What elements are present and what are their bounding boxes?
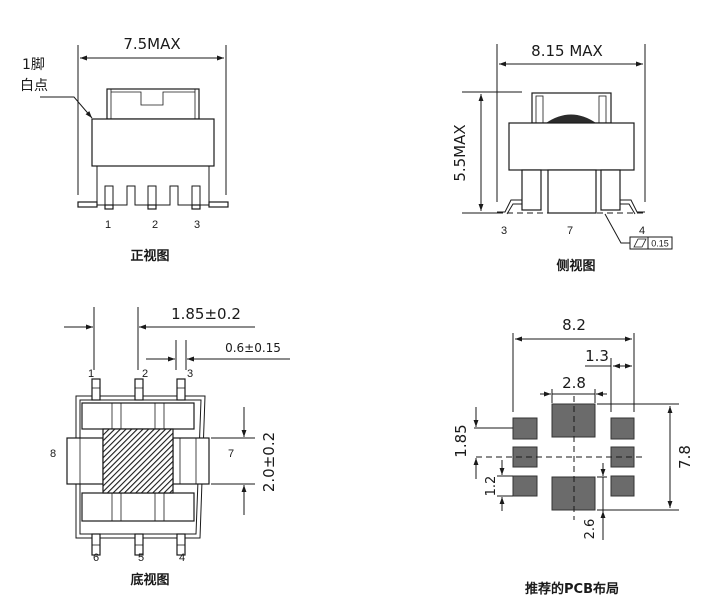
bottom-pin-1 bbox=[91, 378, 101, 401]
pcb-width-dim: 8.2 bbox=[562, 316, 586, 334]
bottom-pin-8 bbox=[66, 437, 104, 485]
front-bobbin-top bbox=[106, 88, 200, 120]
side-pin-label-3: 3 bbox=[501, 225, 507, 237]
front-lead-right bbox=[208, 201, 229, 208]
pin1-note-line1: 1脚 bbox=[22, 57, 45, 73]
bottom-pin-4 bbox=[176, 533, 186, 556]
pcb-layout-caption: 推荐的PCB布局 bbox=[525, 581, 619, 597]
bottom-pin-2 bbox=[134, 378, 144, 401]
pcb-pitch-dim: 1.85 bbox=[452, 424, 470, 457]
side-winding bbox=[546, 114, 596, 123]
bottom-label-1: 1 bbox=[88, 368, 94, 380]
pcb-pad-3 bbox=[610, 417, 635, 440]
front-pin-foot-3 bbox=[191, 204, 201, 210]
front-pin-label-1: 1 bbox=[105, 219, 111, 231]
bottom-label-4: 4 bbox=[179, 552, 185, 564]
bottom-outline-outer bbox=[75, 395, 206, 539]
pcb-pad-height-dim: 1.2 bbox=[484, 476, 499, 497]
side-pin-label-4: 4 bbox=[639, 225, 645, 237]
bottom-bottom-bar bbox=[81, 492, 195, 522]
bottom-top-pins bbox=[91, 378, 186, 401]
side-lead-right bbox=[620, 199, 645, 213]
bottom-pin-5 bbox=[134, 533, 144, 556]
front-pin-label-2: 2 bbox=[152, 219, 158, 231]
bottom-view: 1.85±0.2 0.6±0.15 bbox=[50, 305, 290, 588]
pcb-pad-6 bbox=[512, 475, 538, 497]
bottom-label-5: 5 bbox=[138, 552, 144, 564]
front-pin-label-3: 3 bbox=[194, 219, 200, 231]
flatness-leader bbox=[604, 213, 630, 244]
bottom-pin-6 bbox=[91, 533, 101, 556]
flatness-value-box bbox=[647, 236, 673, 250]
side-lead-right-inner bbox=[620, 203, 636, 215]
front-view-caption: 正视图 bbox=[130, 248, 169, 264]
flatness-value: 0.15 bbox=[651, 239, 669, 249]
front-width-dim: 7.5MAX bbox=[123, 35, 180, 53]
pcb-pad-1 bbox=[512, 417, 538, 440]
pin1-note-line2: 白点 bbox=[20, 78, 48, 94]
front-bobbin-notch bbox=[111, 91, 195, 106]
bottom-label-8: 8 bbox=[50, 448, 56, 460]
front-core bbox=[91, 118, 215, 167]
pcb-center-height-dim: 2.6 bbox=[583, 519, 598, 540]
bottom-pitch-dim: 1.85±0.2 bbox=[171, 305, 241, 323]
side-view-caption: 侧视图 bbox=[556, 258, 595, 274]
front-pins-outline bbox=[97, 185, 209, 206]
pcb-layout: 8.2 1.3 2.8 7.8 1.85 bbox=[452, 316, 694, 597]
bottom-pinwidth-dim: 0.6±0.15 bbox=[225, 341, 281, 355]
side-view: 8.15 MAX 5.5MAX 3 7 4 0.15 侧视图 bbox=[451, 42, 673, 274]
side-width-dim: 8.15 MAX bbox=[531, 42, 603, 60]
side-core bbox=[508, 122, 635, 171]
bottom-label-2: 2 bbox=[142, 368, 148, 380]
pcb-height-dim: 7.8 bbox=[676, 445, 694, 469]
bottom-top-bar bbox=[81, 402, 195, 430]
front-pin-foot-1 bbox=[104, 204, 114, 210]
bottom-bottom-pins bbox=[91, 533, 186, 556]
bottom-label-3: 3 bbox=[187, 368, 193, 380]
bottom-pin-3 bbox=[176, 378, 186, 401]
bottom-side-pin-dim: 2.0±0.2 bbox=[260, 432, 278, 492]
pcb-center-width-dim: 2.8 bbox=[562, 374, 586, 392]
side-height-dim: 5.5MAX bbox=[451, 124, 469, 181]
side-leg-right bbox=[600, 169, 621, 211]
bottom-label-6: 6 bbox=[93, 552, 99, 564]
side-lead-left bbox=[497, 199, 522, 213]
bottom-core-hatched bbox=[102, 428, 174, 494]
front-lead-left bbox=[77, 201, 98, 208]
front-pin-foot-2 bbox=[147, 204, 157, 210]
bottom-outline-inner bbox=[79, 399, 202, 535]
bottom-view-caption: 底视图 bbox=[130, 572, 169, 588]
side-lead-left-inner bbox=[506, 203, 522, 215]
side-leg-center bbox=[547, 169, 597, 214]
flatness-icon bbox=[633, 238, 647, 248]
side-pin-label-7: 7 bbox=[567, 225, 573, 237]
side-leg-left bbox=[521, 169, 542, 211]
bottom-pin-7 bbox=[172, 437, 210, 485]
front-view: 7.5MAX 1脚 白点 1 2 3 正视图 bbox=[20, 35, 229, 264]
bottom-label-7: 7 bbox=[228, 448, 234, 460]
pcb-pad-4 bbox=[610, 475, 635, 497]
pcb-offset-dim: 1.3 bbox=[585, 347, 609, 365]
pin1-leader bbox=[40, 96, 93, 119]
